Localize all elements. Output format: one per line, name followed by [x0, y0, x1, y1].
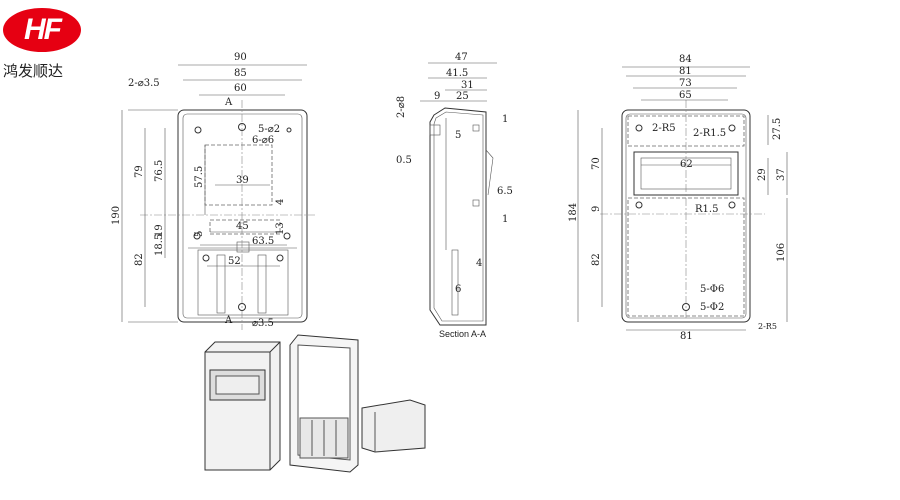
- dim-label: 9: [591, 206, 602, 212]
- dim-label: 4: [476, 258, 482, 269]
- dim-label: 82: [134, 253, 145, 266]
- dim-label: 2-⌀3.5: [128, 78, 160, 89]
- dim-label: 2-⌀8: [396, 96, 407, 118]
- dim-label: 4: [275, 199, 286, 205]
- screw-hole: [635, 124, 643, 132]
- screw-hole: [682, 303, 690, 311]
- dim-label: 63.5: [252, 236, 274, 247]
- dim-label: 6-⌀6: [252, 135, 274, 146]
- dim-label: 5: [194, 231, 205, 237]
- dim-label: 25: [456, 91, 469, 102]
- screw-hole: [276, 254, 284, 262]
- back-view: 84 81 73 65 2-R5 2-R1.5 27.5 62 70 29 37…: [568, 54, 788, 342]
- dim-label: 41.5: [446, 68, 468, 79]
- dim-label: 57.5: [194, 166, 205, 188]
- section-mark: A: [224, 97, 233, 108]
- dim-label: 5: [455, 130, 461, 141]
- dim-label: 1: [502, 114, 508, 125]
- dim-label: 6.5: [497, 186, 513, 197]
- dim-label: 6: [455, 284, 461, 295]
- company-logo: HF 鸿发顺达: [3, 8, 93, 88]
- dim-label: 81: [679, 66, 692, 77]
- dim-label: 70: [591, 157, 602, 170]
- battery-compartment: [197, 249, 289, 316]
- screw-hole: [238, 123, 246, 131]
- dim-label: 190: [111, 206, 122, 225]
- dim-label: 5-Φ6: [700, 284, 724, 295]
- dim-label: 65: [679, 90, 692, 101]
- screw-hole: [728, 201, 736, 209]
- dim-label: 85: [234, 68, 247, 79]
- dim-label: 52: [228, 256, 241, 267]
- dim-label: 27.5: [772, 118, 783, 140]
- dim-label: 76.5: [154, 160, 165, 182]
- dim-label: 31: [461, 80, 474, 91]
- screw-hole: [286, 127, 292, 133]
- screw-hole: [283, 232, 291, 240]
- dim-label: 0.5: [396, 155, 412, 166]
- dim-label: 18.5: [154, 234, 165, 256]
- screw-hole: [635, 201, 643, 209]
- dim-label: 9: [434, 91, 440, 102]
- dim-label: 19: [154, 224, 165, 237]
- dim-label: 5-⌀2: [258, 124, 280, 135]
- front-body-inner: [182, 113, 303, 319]
- screw-hole: [728, 124, 736, 132]
- dim-label: 62: [680, 159, 693, 170]
- dim-label: 60: [234, 83, 247, 94]
- dim-label: 2-R5: [652, 123, 676, 134]
- section-view: 47 41.5 31 9 25 2-⌀8 1 5 0.5 6.5 1 4 6 S…: [396, 52, 513, 339]
- dim-label: 29: [757, 168, 768, 181]
- dim-label: 39: [236, 175, 249, 186]
- dim-label: 81: [680, 331, 693, 342]
- dim-label: 82: [591, 253, 602, 266]
- company-name: 鸿发顺达: [3, 62, 64, 80]
- dim-label: 73: [679, 78, 692, 89]
- dim-label: ⌀3.5: [252, 318, 274, 329]
- dim-label: 5-Φ2: [700, 302, 724, 313]
- enclosure-open-3d-render: [289, 334, 359, 473]
- front-view: 90 85 60 2-⌀3.5 5-⌀2 6-⌀6 79 76.5 57.5 3…: [111, 52, 315, 330]
- enclosure-3d-render: [204, 341, 281, 471]
- screw-hole: [194, 126, 202, 134]
- dim-label: 106: [776, 243, 787, 262]
- dim-label: 45: [236, 221, 249, 232]
- dim-label: 79: [134, 165, 145, 178]
- section-mark: A: [224, 315, 233, 326]
- dim-label: 13: [275, 222, 286, 235]
- dim-label: 184: [568, 203, 579, 222]
- section-outline: [429, 107, 487, 326]
- dim-label: 2-R5: [758, 322, 777, 331]
- dim-label: R1.5: [695, 204, 718, 215]
- dim-label: 84: [679, 54, 692, 65]
- battery-lid-3d-render: [361, 399, 426, 453]
- dim-label: 37: [776, 168, 787, 181]
- dim-label: 1: [502, 214, 508, 225]
- section-title: Section A-A: [439, 329, 486, 339]
- front-body-outline: [177, 109, 308, 323]
- dim-label: 2-R1.5: [693, 128, 726, 139]
- logo-mark: HF: [3, 8, 81, 52]
- screw-hole: [238, 303, 246, 311]
- screw-hole: [202, 254, 210, 262]
- dim-label: 90: [234, 52, 247, 63]
- screw-hole: [193, 232, 201, 240]
- dim-label: 47: [455, 52, 468, 63]
